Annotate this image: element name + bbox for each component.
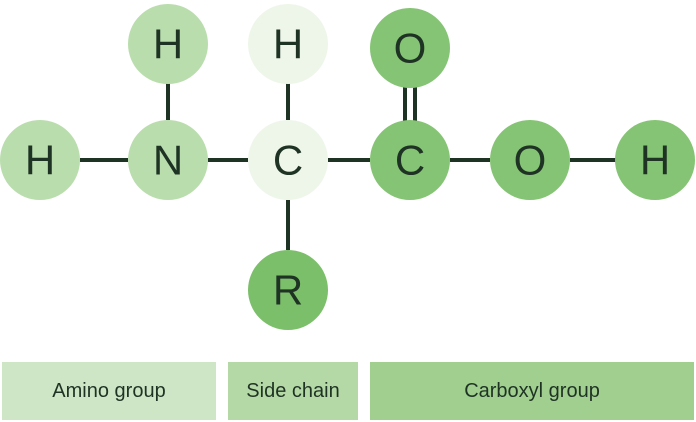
atom-c-carboxyl: C <box>370 120 450 200</box>
atom-circle <box>248 250 328 330</box>
atom-h-hydroxyl: H <box>615 120 695 200</box>
amino-group-text: Amino group <box>52 379 166 402</box>
atom-circle <box>128 120 208 200</box>
atom-label: C <box>273 137 303 184</box>
atom-n-amine: N <box>128 120 208 200</box>
atom-h-amine-top: H <box>128 4 208 84</box>
atom-h-amine-left: H <box>0 120 80 200</box>
carboxyl-group-text: Carboxyl group <box>464 379 600 402</box>
atom-o-carbonyl: O <box>370 8 450 88</box>
atom-circle <box>490 120 570 200</box>
atom-label: H <box>25 137 55 184</box>
atom-h-alpha-top: H <box>248 4 328 84</box>
atom-label: N <box>153 137 183 184</box>
atom-label: C <box>395 137 425 184</box>
amino-group-label: Amino group <box>2 362 216 420</box>
atom-label: H <box>273 21 303 68</box>
atom-circle <box>248 4 328 84</box>
atom-label: H <box>153 21 183 68</box>
atom-circle <box>248 120 328 200</box>
atom-circle <box>615 120 695 200</box>
atom-o-hydroxyl: O <box>490 120 570 200</box>
atom-circle <box>370 120 450 200</box>
atom-label: O <box>514 137 547 184</box>
side-chain-label: Side chain <box>228 362 358 420</box>
carboxyl-group-label: Carboxyl group <box>370 362 694 420</box>
atom-r-group: R <box>248 250 328 330</box>
atom-circle <box>0 120 80 200</box>
atom-c-alpha: C <box>248 120 328 200</box>
side-chain-text: Side chain <box>246 379 340 402</box>
atom-circle <box>128 4 208 84</box>
atom-label: H <box>640 137 670 184</box>
atom-circle <box>370 8 450 88</box>
atom-label: O <box>394 25 427 72</box>
atom-label: R <box>273 267 303 314</box>
bonds <box>80 80 616 250</box>
